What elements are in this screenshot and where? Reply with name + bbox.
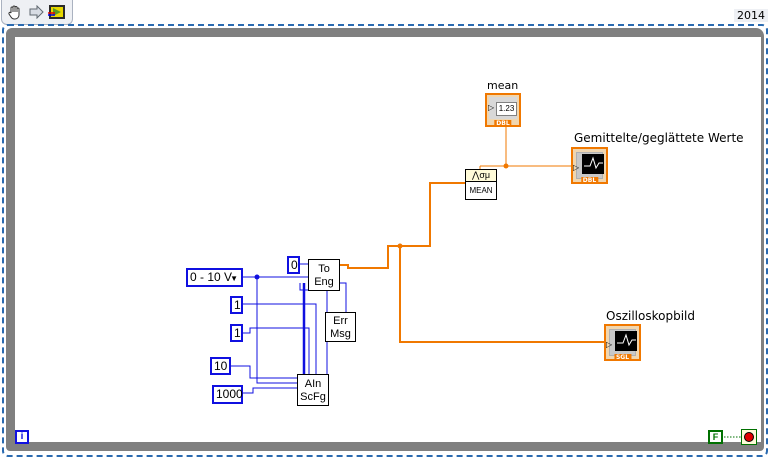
wire-thousand	[243, 387, 298, 394]
thousand-value: 1000	[216, 387, 243, 401]
zero-value: 0	[291, 258, 298, 272]
false-label: F	[712, 432, 719, 442]
iteration-label: i	[20, 431, 24, 442]
mean-value-box: 1.23	[496, 102, 517, 116]
one-constant-a[interactable]: 1	[230, 296, 243, 314]
wire-junction-mean	[503, 163, 509, 169]
while-loop-frame[interactable]	[6, 28, 764, 451]
range-enum-constant[interactable]: 0 - 10 V ▼	[186, 268, 243, 287]
ain-scfg-subvi[interactable]: AIn ScFg	[297, 374, 329, 406]
range-enum-value: 0 - 10 V	[190, 270, 233, 284]
mean-subvi[interactable]: ⋀σμ MEAN	[465, 169, 497, 200]
err-msg-subvi[interactable]: Err Msg	[325, 312, 356, 342]
version-badge: 2014	[734, 9, 768, 22]
one-value-a: 1	[234, 298, 241, 312]
diagram-selection-border	[2, 24, 768, 457]
wire-branch-scope	[399, 246, 606, 343]
scope-type-tag: SGL	[613, 354, 632, 361]
smoothed-type-tag: DBL	[580, 177, 599, 184]
to-eng-line2: Eng	[314, 276, 334, 288]
mean-subvi-label: MEAN	[469, 186, 493, 195]
to-eng-line1: To	[318, 263, 330, 275]
wire-one-a	[242, 303, 317, 374]
run-highlight-icon[interactable]	[48, 3, 66, 21]
scope-waveform-graph[interactable]: ▷ SGL	[604, 324, 641, 361]
stop-icon	[744, 432, 754, 442]
input-arrow-icon: ▷	[573, 163, 580, 172]
iteration-terminal[interactable]: i	[15, 430, 29, 444]
zero-constant[interactable]: 0	[287, 256, 300, 274]
input-arrow-icon: ▷	[606, 340, 613, 349]
wire-one-b	[242, 327, 310, 374]
stop-condition-terminal[interactable]	[741, 429, 757, 445]
one-constant-b[interactable]: 1	[230, 324, 243, 342]
wire-toeng-err2	[340, 282, 347, 312]
smoothed-graph-label: Gemittelte/geglättete Werte	[574, 131, 744, 145]
false-constant[interactable]: F	[708, 430, 723, 444]
scope-graph-label: Oszilloskopbild	[606, 309, 695, 323]
ain-line2: ScFg	[300, 391, 326, 403]
mean-indicator-label: mean	[487, 79, 519, 92]
err-msg-line2: Msg	[330, 328, 351, 340]
hand-tool-icon[interactable]	[6, 3, 24, 21]
to-eng-subvi[interactable]: To Eng	[308, 259, 340, 291]
mean-function-icon: ⋀σμ	[466, 170, 496, 182]
one-value-b: 1	[234, 326, 241, 340]
thousand-constant[interactable]: 1000	[212, 385, 243, 404]
wire-junction-blue	[254, 274, 260, 280]
wire-junction-orange	[397, 243, 403, 249]
mean-indicator[interactable]: ▷ 1.23 DBL	[485, 93, 521, 127]
mean-type-tag: DBL	[494, 120, 512, 127]
wire-toeng-out	[340, 182, 466, 269]
ten-value: 10	[214, 359, 228, 373]
wire-range-down	[256, 277, 298, 384]
waveform-graph-icon	[615, 331, 637, 351]
wire-ten	[230, 365, 298, 379]
arrow-step-icon[interactable]	[28, 3, 46, 21]
err-msg-line1: Err	[333, 315, 348, 327]
ten-constant[interactable]: 10	[210, 357, 231, 375]
wire-toeng-in	[299, 283, 308, 291]
dropdown-arrow-icon[interactable]: ▼	[230, 274, 238, 283]
ain-line1: AIn	[304, 378, 322, 390]
toolbar	[1, 0, 73, 25]
input-arrow-icon: ▷	[488, 103, 495, 112]
waveform-graph-icon	[582, 154, 604, 174]
smoothed-waveform-graph[interactable]: ▷ DBL	[571, 147, 608, 184]
